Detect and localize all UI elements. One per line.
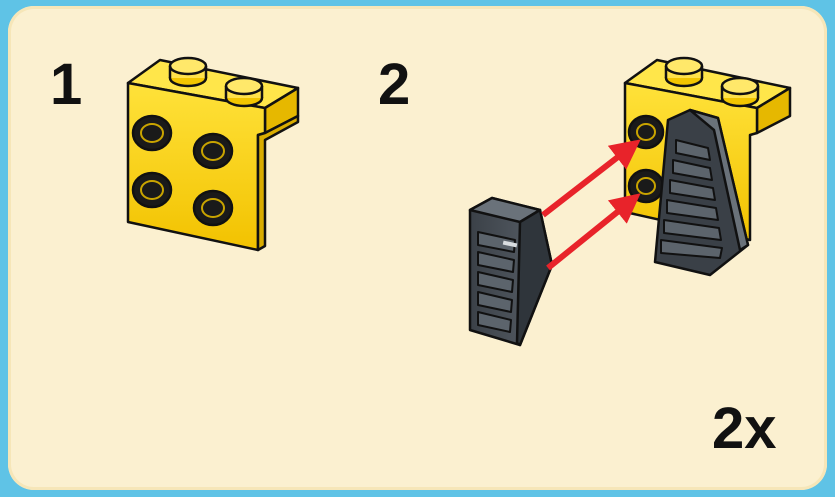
red-arrow-icon xyxy=(546,193,641,271)
slope-grille-tile-icon xyxy=(653,108,750,277)
step-number-2: 2 xyxy=(378,52,411,117)
quantity-multiplier: 2x xyxy=(712,396,777,461)
bracket-brick-icon xyxy=(126,56,300,252)
red-arrow-icon xyxy=(541,139,641,218)
step-number-1: 1 xyxy=(50,52,83,117)
slope-grille-tile-icon xyxy=(468,196,554,347)
